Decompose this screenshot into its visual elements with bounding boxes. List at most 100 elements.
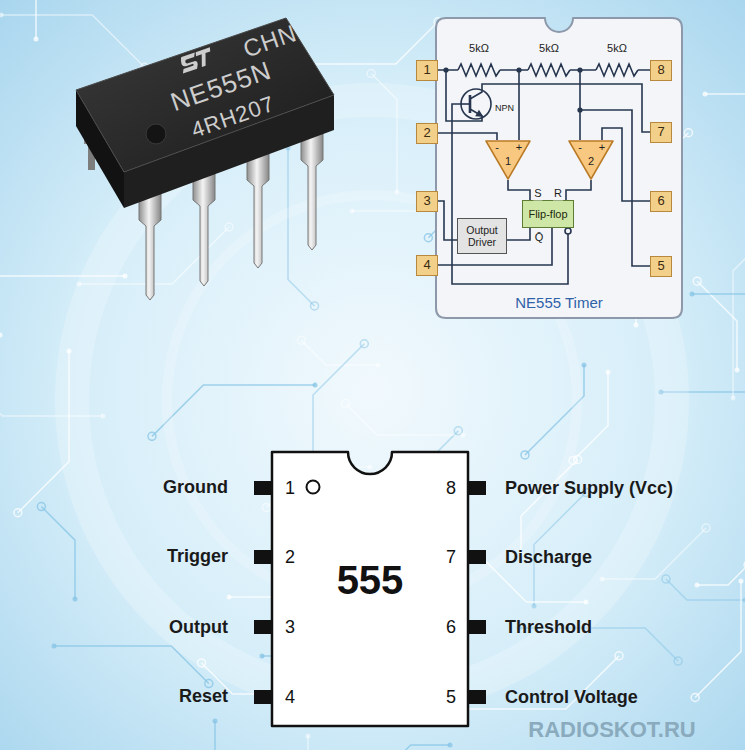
pin-number-holder: 1 xyxy=(285,478,295,499)
block-title: NE555 Timer xyxy=(515,295,603,312)
pattern-node xyxy=(582,363,587,368)
pattern-node xyxy=(313,383,318,388)
pin-number-holder: 3 xyxy=(285,617,295,638)
pattern-node xyxy=(703,92,708,97)
pattern-node xyxy=(0,333,3,338)
pin-number: 5 xyxy=(657,259,664,274)
internal-wiring xyxy=(438,64,650,284)
wire-label-holder: Q̄ xyxy=(534,231,545,244)
pin-number: 2 xyxy=(423,126,430,141)
pattern-node xyxy=(684,129,692,137)
timer-block-outline xyxy=(436,18,682,318)
comparator-mark: 1 xyxy=(505,155,511,167)
block-name: Output Driver xyxy=(461,224,503,248)
chip-pin xyxy=(139,194,161,300)
pin-number: 8 xyxy=(657,63,664,78)
resistor-symbol xyxy=(596,64,638,76)
pattern-node xyxy=(14,509,22,517)
pattern-node xyxy=(262,503,270,511)
pattern-node xyxy=(634,323,639,328)
pin-name: Control Voltage xyxy=(505,687,638,708)
pin-number: 4 xyxy=(285,687,295,708)
pin-name: Discharge xyxy=(505,547,592,568)
chip-pin xyxy=(193,174,215,286)
pin-name-holder: Ground xyxy=(163,477,228,498)
pin-name-holder: Control Voltage xyxy=(505,687,638,708)
resistor-value: 5kΩ xyxy=(607,42,627,55)
junction-dot xyxy=(443,67,582,112)
wire-label: S xyxy=(533,187,542,200)
pattern-node xyxy=(350,209,355,214)
pin-box: 6 xyxy=(650,191,672,212)
pinout-leg xyxy=(468,481,486,495)
pattern-node xyxy=(574,455,582,463)
pattern-line xyxy=(692,271,745,294)
resistor-value: 5kΩ xyxy=(469,42,489,55)
divider-tap xyxy=(519,70,580,140)
pin-number: 3 xyxy=(423,194,430,209)
pin-name: Output xyxy=(169,617,228,638)
pin-number: 6 xyxy=(657,194,664,209)
pattern-line xyxy=(695,581,741,697)
pattern-line xyxy=(346,403,463,435)
pin-number-holder: 4 xyxy=(285,687,295,708)
pattern-node xyxy=(606,370,611,375)
pattern-line xyxy=(1,15,145,67)
signal-wire xyxy=(507,228,530,240)
pinout-leg xyxy=(468,620,486,634)
junction-dot xyxy=(516,67,521,72)
block-title-holder: NE555 Timer xyxy=(515,295,603,312)
comparator-mark: 2 xyxy=(588,155,594,167)
pattern-node xyxy=(260,654,265,659)
pattern-node xyxy=(52,644,57,649)
comparator-triangle-outline xyxy=(569,141,613,179)
pattern-node xyxy=(691,693,699,701)
pin-name-holder: Trigger xyxy=(167,546,228,567)
chip-name: 555 xyxy=(337,557,404,603)
pattern-line xyxy=(705,94,745,147)
signal-wire xyxy=(438,201,457,240)
pinout-leg xyxy=(254,550,272,564)
transistor-symbol xyxy=(461,89,491,119)
wire-label: Q̄ xyxy=(534,231,545,244)
pattern-line xyxy=(41,507,75,599)
pattern-line xyxy=(36,0,78,39)
pattern-line xyxy=(666,579,745,600)
pattern-node xyxy=(311,302,319,310)
pinout-leg xyxy=(254,690,272,704)
pattern-node xyxy=(615,652,623,660)
pattern-node xyxy=(306,734,311,739)
pattern-node xyxy=(532,604,537,609)
comparator-mark-holder: + xyxy=(599,141,605,153)
pin1-dot xyxy=(307,481,320,494)
pattern-node xyxy=(702,524,710,532)
comparator-mark-holder: 1 xyxy=(505,155,511,167)
pattern-line xyxy=(352,745,450,750)
pinout-leg xyxy=(254,481,272,495)
resistor-symbol xyxy=(458,64,500,76)
pin-name-holder: Output xyxy=(169,617,228,638)
pattern-node xyxy=(34,37,39,42)
chip-photo xyxy=(146,124,166,144)
pattern-node xyxy=(690,292,695,297)
transistor-type: NPN xyxy=(495,103,514,113)
pattern-node xyxy=(695,583,700,588)
maker-logo xyxy=(178,47,215,73)
pattern-node xyxy=(148,432,156,440)
pin-box: 8 xyxy=(650,60,672,81)
pattern-node xyxy=(360,340,368,348)
pattern-line xyxy=(301,340,378,365)
chip-photo xyxy=(76,18,334,300)
resistor-value-holder: 5kΩ xyxy=(539,42,559,55)
signal-wire xyxy=(602,128,650,201)
pin-number-holder: 5 xyxy=(446,687,456,708)
pattern-node xyxy=(225,223,233,231)
pattern-node xyxy=(744,561,745,569)
pattern-node xyxy=(73,597,78,602)
pin-number: 4 xyxy=(423,258,430,273)
wire-label: R xyxy=(553,187,563,200)
pinout-leg xyxy=(468,690,486,704)
comparator-mark: + xyxy=(599,141,605,153)
pattern-node xyxy=(342,399,350,407)
